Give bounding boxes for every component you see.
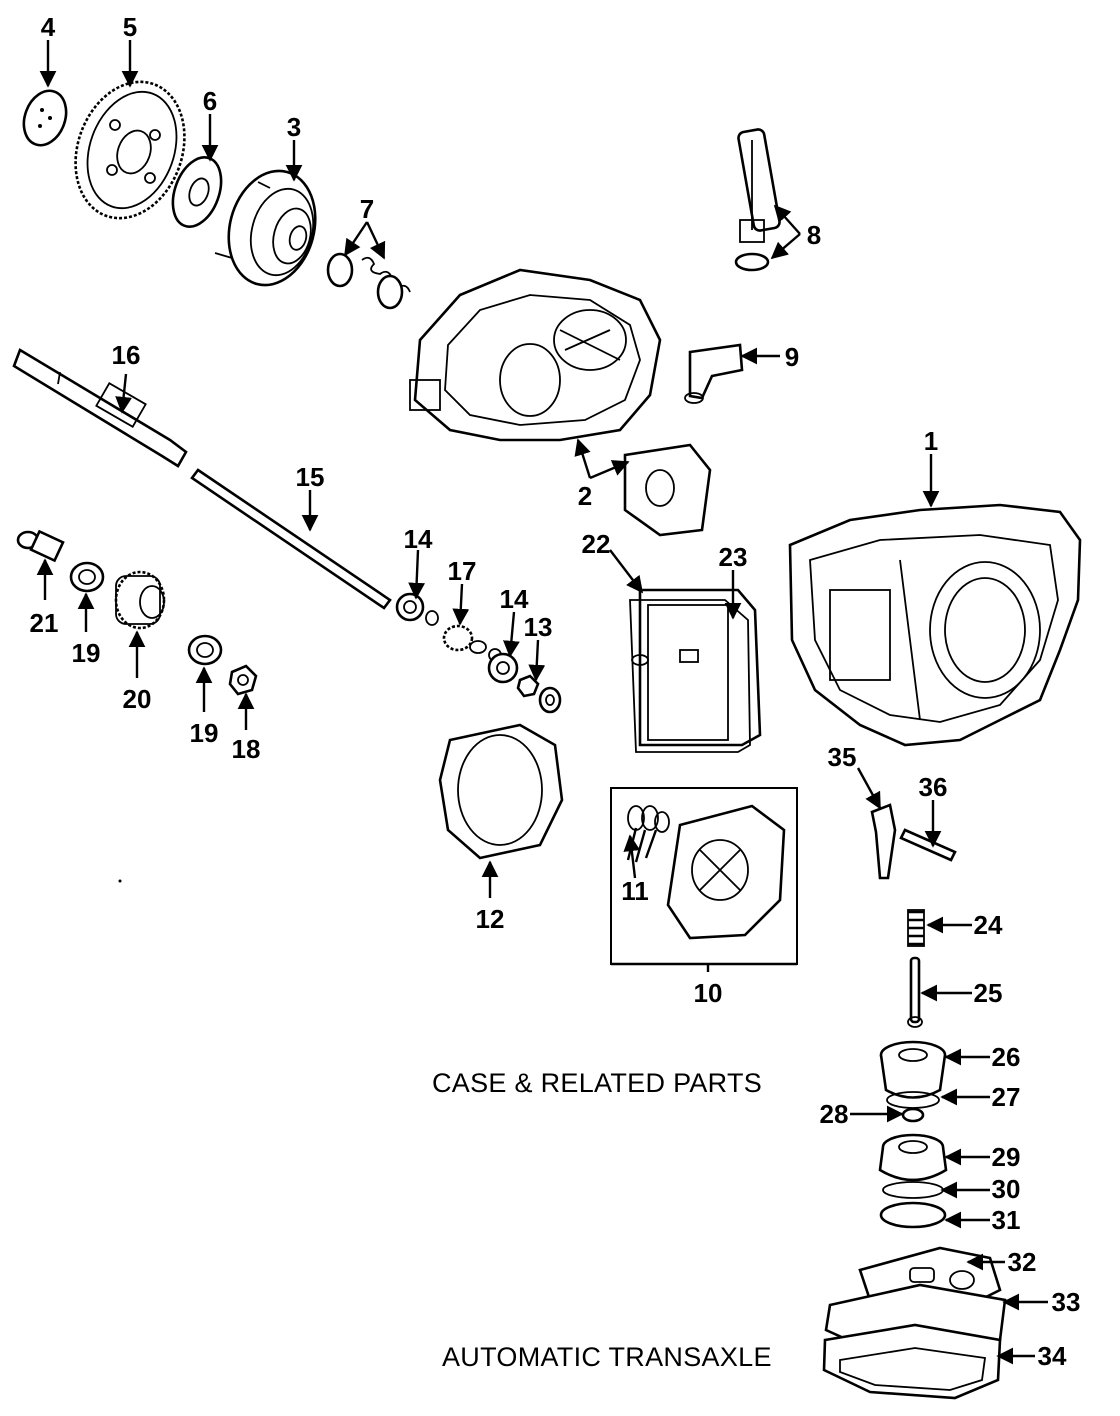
callout-17: 16 bbox=[112, 340, 141, 370]
part-15-gear bbox=[442, 624, 502, 662]
callout-1: 1 bbox=[924, 426, 938, 456]
callout-36: 36 bbox=[919, 772, 948, 802]
callout-13: 13 bbox=[524, 612, 553, 642]
part-21-plug bbox=[16, 529, 65, 563]
callout-12: 12 bbox=[476, 904, 505, 934]
part-7-seal-and-spring bbox=[326, 252, 411, 310]
part-1-transaxle-housing bbox=[788, 503, 1082, 747]
callout-9: 9 bbox=[785, 342, 799, 372]
part-18-nut bbox=[228, 664, 258, 696]
part-32-34-filter-pan bbox=[822, 1246, 1007, 1400]
part-22-23-pan-gasket bbox=[629, 588, 762, 753]
part-8-speed-sensor bbox=[734, 128, 781, 272]
callout-8: 8 bbox=[807, 220, 821, 250]
callout-19-left: 19 bbox=[72, 638, 101, 668]
part-36-pin bbox=[899, 828, 957, 862]
callout-14-upper: 14 bbox=[404, 524, 433, 554]
part-9-sensor bbox=[684, 343, 744, 404]
callout-11: 11 bbox=[621, 876, 649, 906]
callout-33: 33 bbox=[1052, 1287, 1081, 1317]
part-20-gear bbox=[114, 570, 166, 630]
callout-4: 4 bbox=[41, 12, 56, 42]
callout-30: 30 bbox=[992, 1174, 1021, 1204]
callout-21: 21 bbox=[30, 608, 59, 638]
callout-14-lower: 14 bbox=[500, 584, 529, 614]
callout-18: 18 bbox=[232, 734, 261, 764]
part-2-cover-plate bbox=[623, 443, 712, 537]
part-29-31-accumulator bbox=[878, 1133, 948, 1229]
callout-23: 23 bbox=[719, 542, 748, 572]
part-5-flexplate bbox=[74, 80, 186, 220]
part-16-shaft bbox=[190, 468, 392, 610]
callout-2: 2 bbox=[578, 481, 592, 511]
callout-32: 32 bbox=[1008, 1247, 1037, 1277]
part-17-input-shaft bbox=[12, 348, 188, 468]
callout-6: 6 bbox=[203, 86, 217, 116]
part-6-plate bbox=[171, 156, 223, 228]
part-35-lever bbox=[870, 803, 897, 880]
callout-numbers: 4 5 6 3 7 8 9 2 16 15 14 17 14 13 21 19 … bbox=[30, 12, 1081, 1371]
part-4-pilot-disc bbox=[22, 89, 68, 147]
callout-28: 28 bbox=[820, 1099, 849, 1129]
part-26-28-piston bbox=[879, 1040, 947, 1123]
callout-31: 31 bbox=[992, 1205, 1021, 1235]
callout-15: 17 bbox=[448, 556, 477, 586]
part-2-transaxle-case bbox=[409, 268, 662, 442]
callout-7: 7 bbox=[360, 194, 374, 224]
callout-26: 26 bbox=[992, 1042, 1021, 1072]
part-13-nut-washer bbox=[516, 674, 562, 714]
callout-27: 27 bbox=[992, 1082, 1021, 1112]
callout-24: 24 bbox=[974, 910, 1003, 940]
callout-16: 15 bbox=[296, 462, 325, 492]
leader-lines bbox=[36, 40, 1048, 1365]
model-caption: AUTOMATIC TRANSAXLE bbox=[442, 1342, 772, 1372]
part-19-bushing-left bbox=[69, 561, 105, 593]
callout-5: 5 bbox=[123, 12, 137, 42]
part-19-bushing-right bbox=[187, 634, 223, 666]
callout-34: 34 bbox=[1038, 1341, 1067, 1371]
callout-3: 3 bbox=[287, 112, 301, 142]
section-caption: CASE & RELATED PARTS bbox=[432, 1068, 763, 1098]
part-24-spring bbox=[907, 909, 925, 947]
part-14-bearing-lower bbox=[487, 652, 519, 684]
part-12-gasket bbox=[438, 723, 564, 860]
callout-35: 35 bbox=[828, 742, 857, 772]
callout-29: 29 bbox=[992, 1142, 1021, 1172]
part-3-torque-converter bbox=[214, 169, 317, 287]
callout-20: 20 bbox=[123, 684, 152, 714]
callout-22: 22 bbox=[582, 529, 611, 559]
callout-25: 25 bbox=[974, 978, 1003, 1008]
part-25-rod bbox=[907, 956, 923, 1028]
part-14-bearing-upper bbox=[395, 592, 439, 626]
part-10-kit-box bbox=[610, 787, 798, 965]
callout-10: 10 bbox=[694, 978, 723, 1008]
callout-19-right: 19 bbox=[190, 718, 219, 748]
